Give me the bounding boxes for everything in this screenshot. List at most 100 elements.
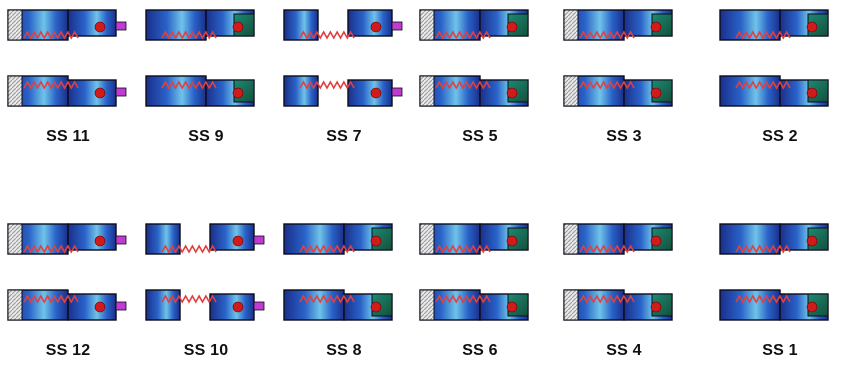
snapshot-cell: SS 7	[280, 4, 408, 154]
red-dot	[94, 87, 106, 99]
red-dot	[370, 235, 382, 247]
snapshot-drawing	[7, 9, 127, 107]
snapshot-cell: SS 5	[416, 4, 544, 154]
left-block	[283, 289, 345, 321]
red-sawtooth	[161, 244, 217, 254]
red-dot	[650, 235, 662, 247]
upper-component	[283, 223, 393, 255]
hatched-strip	[7, 223, 23, 255]
lower-component	[283, 289, 393, 321]
snapshot-cell: SS 3	[560, 4, 688, 154]
red-dot	[806, 87, 818, 99]
snapshot-label: SS 10	[183, 342, 229, 359]
left-block	[283, 223, 345, 255]
red-dot	[806, 301, 818, 313]
snapshot-drawing	[419, 9, 529, 107]
red-dot	[506, 21, 518, 33]
red-dot	[506, 301, 518, 313]
hatched-strip	[7, 75, 23, 107]
lower-component	[7, 289, 127, 321]
lower-component	[719, 75, 829, 107]
lower-component	[563, 75, 673, 107]
magenta-tab	[253, 235, 265, 245]
red-sawtooth	[735, 30, 791, 40]
red-dot	[370, 21, 382, 33]
snapshot-drawing	[719, 223, 829, 321]
upper-component	[283, 9, 403, 41]
hatched-strip	[563, 223, 579, 255]
snapshot-label: SS 6	[462, 342, 498, 359]
red-sawtooth	[23, 294, 79, 304]
red-dot	[232, 235, 244, 247]
right-block	[347, 9, 393, 37]
snapshot-drawing	[283, 223, 393, 321]
snapshot-cell: SS 9	[142, 4, 270, 154]
red-sawtooth	[735, 244, 791, 254]
magenta-tab	[253, 301, 265, 311]
red-dot	[232, 21, 244, 33]
upper-component	[719, 9, 829, 41]
red-sawtooth	[735, 294, 791, 304]
hatched-strip	[563, 289, 579, 321]
snapshot-drawing	[719, 9, 829, 107]
red-sawtooth	[579, 244, 635, 254]
left-block	[719, 75, 781, 107]
right-block	[209, 293, 255, 321]
red-sawtooth	[299, 30, 355, 40]
hatched-strip	[419, 223, 435, 255]
red-sawtooth	[435, 30, 491, 40]
red-sawtooth	[23, 30, 79, 40]
hatched-strip	[7, 289, 23, 321]
right-block	[209, 223, 255, 251]
magenta-tab	[391, 21, 403, 31]
red-dot	[806, 21, 818, 33]
red-sawtooth	[435, 294, 491, 304]
red-sawtooth	[299, 244, 355, 254]
snapshot-drawing	[283, 9, 403, 107]
hatched-strip	[419, 9, 435, 41]
red-sawtooth	[161, 294, 217, 304]
red-sawtooth	[579, 30, 635, 40]
red-sawtooth	[735, 80, 791, 90]
hatched-strip	[563, 75, 579, 107]
snapshot-drawing	[145, 9, 255, 107]
red-sawtooth	[299, 80, 355, 90]
snapshot-cell: SS 10	[142, 218, 270, 368]
snapshot-label: SS 7	[326, 128, 362, 145]
right-block	[347, 79, 393, 107]
upper-component	[7, 223, 127, 255]
hatched-strip	[419, 289, 435, 321]
red-dot	[94, 21, 106, 33]
lower-component	[419, 289, 529, 321]
red-dot	[650, 301, 662, 313]
red-dot	[650, 21, 662, 33]
red-dot	[370, 301, 382, 313]
left-block	[145, 75, 207, 107]
snapshot-drawing	[563, 223, 673, 321]
red-sawtooth	[435, 80, 491, 90]
right-block	[67, 223, 117, 251]
hatched-strip	[563, 9, 579, 41]
red-dot	[232, 301, 244, 313]
red-dot	[370, 87, 382, 99]
upper-component	[719, 223, 829, 255]
upper-component	[563, 223, 673, 255]
lower-component	[563, 289, 673, 321]
magenta-tab	[115, 21, 127, 31]
red-sawtooth	[579, 294, 635, 304]
left-block	[719, 289, 781, 321]
lower-component	[719, 289, 829, 321]
snapshot-label: SS 9	[188, 128, 224, 145]
red-dot	[506, 235, 518, 247]
magenta-tab	[115, 235, 127, 245]
snapshot-drawing	[7, 223, 127, 321]
red-dot	[232, 87, 244, 99]
snapshot-cell: SS 8	[280, 218, 408, 368]
magenta-tab	[391, 87, 403, 97]
hatched-strip	[419, 75, 435, 107]
snapshot-drawing	[145, 223, 265, 321]
snapshot-label: SS 4	[606, 342, 642, 359]
red-sawtooth	[161, 30, 217, 40]
snapshot-label: SS 12	[45, 342, 91, 359]
